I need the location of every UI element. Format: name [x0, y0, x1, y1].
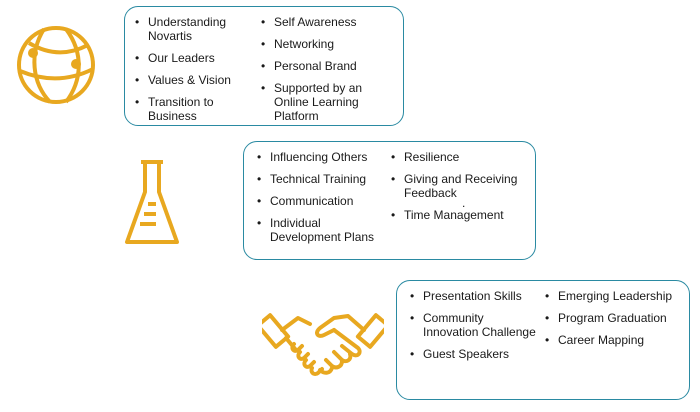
list-item: Networking: [260, 37, 390, 51]
list-item: Communication: [256, 194, 382, 208]
list-item: Presentation Skills: [409, 289, 541, 303]
list-item: Self Awareness: [260, 15, 390, 29]
globe-icon: [17, 26, 95, 104]
list-item: Transition to Business: [134, 95, 260, 123]
list-item: Personal Brand: [260, 59, 390, 73]
topic-list-right: Resilience Giving and Receiving Feedback…: [390, 150, 522, 230]
list-item: Career Mapping: [544, 333, 688, 347]
topic-box-orientation: Understanding Novartis Our Leaders Value…: [124, 6, 404, 126]
list-item: Influencing Others: [256, 150, 382, 164]
list-item: Values & Vision: [134, 73, 260, 87]
list-item: Time Management: [390, 208, 522, 222]
list-item: Supported by an Online Learning Platform: [260, 81, 390, 123]
list-item: Our Leaders: [134, 51, 260, 65]
topic-list-left: Understanding Novartis Our Leaders Value…: [134, 15, 260, 131]
list-item: Program Graduation: [544, 311, 688, 325]
flask-icon: [125, 160, 179, 244]
list-item: Individual Development Plans: [256, 216, 382, 244]
topic-list-left: Influencing Others Technical Training Co…: [256, 150, 382, 252]
list-item: Understanding Novartis: [134, 15, 260, 43]
handshake-icon: [262, 313, 384, 377]
topic-list-right: Emerging Leadership Program Graduation C…: [544, 289, 688, 355]
list-item: Emerging Leadership: [544, 289, 688, 303]
topic-box-leadership: Presentation Skills Community Innovation…: [396, 280, 690, 400]
stray-period: .: [462, 196, 466, 210]
topic-list-right: Self Awareness Networking Personal Brand…: [260, 15, 390, 131]
topic-list-left: Presentation Skills Community Innovation…: [409, 289, 541, 369]
topic-box-skills: Influencing Others Technical Training Co…: [243, 141, 536, 260]
list-item: Technical Training: [256, 172, 382, 186]
list-item: Resilience: [390, 150, 522, 164]
list-item: Giving and Receiving Feedback: [390, 172, 522, 200]
list-item: Guest Speakers: [409, 347, 541, 361]
list-item: Community Innovation Challenge: [409, 311, 541, 339]
